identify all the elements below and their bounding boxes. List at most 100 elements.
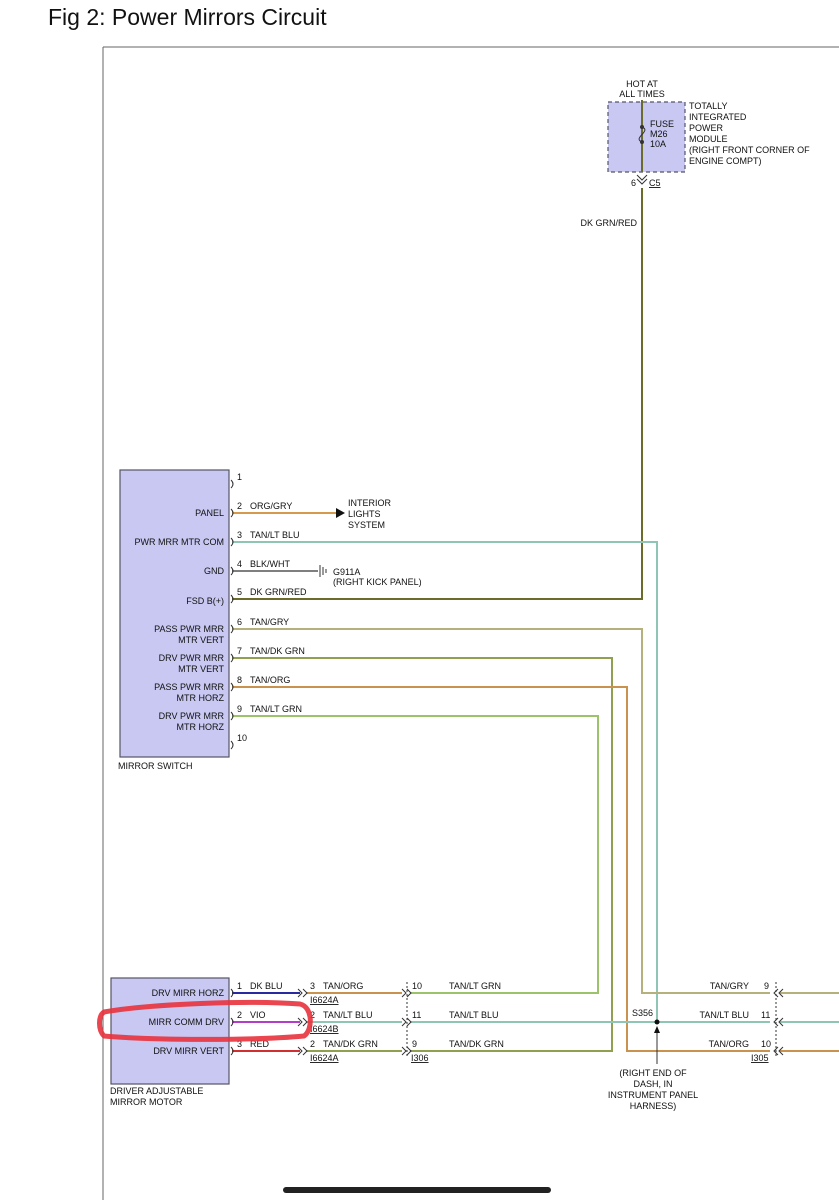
conn-a-glyph-3 bbox=[297, 1046, 308, 1056]
switch-label-panel: PANEL bbox=[195, 508, 224, 518]
switch-wire-8: TAN/ORG bbox=[250, 675, 290, 685]
conn-b-glyph-1 bbox=[401, 988, 412, 998]
motor-pins bbox=[230, 988, 234, 1056]
conn-c-glyph-3 bbox=[773, 1046, 784, 1056]
switch-pin-4: 4 bbox=[237, 559, 242, 569]
mirror-motor-box bbox=[110, 977, 230, 1085]
conn-b-name: I306 bbox=[411, 1053, 429, 1063]
switch-pin-glyph-7 bbox=[230, 653, 234, 663]
switch-pin-glyph-5 bbox=[230, 594, 234, 604]
wire-tan-dk-grn-switch bbox=[232, 657, 613, 1052]
switch-pin-10: 10 bbox=[237, 733, 247, 743]
motor-pin-2: 2 bbox=[237, 1010, 242, 1020]
switch-pin-9: 9 bbox=[237, 704, 242, 714]
tipm-label-line1: TOTALLY bbox=[689, 101, 728, 111]
mirror-switch-label: MIRROR SWITCH bbox=[118, 761, 193, 771]
fuse-connector: C5 bbox=[649, 178, 661, 188]
switch-pin-glyph-4 bbox=[230, 566, 234, 576]
switch-label-fsd: FSD B(+) bbox=[186, 596, 224, 606]
motor-label-horz: DRV MIRR HORZ bbox=[152, 988, 225, 998]
fuse-label-line2: M26 bbox=[650, 129, 668, 139]
ground-location: (RIGHT KICK PANEL) bbox=[333, 577, 422, 587]
switch-pin-glyph-9 bbox=[230, 711, 234, 721]
home-indicator-bar[interactable] bbox=[283, 1187, 551, 1193]
switch-pin-glyph-8 bbox=[230, 682, 234, 692]
conn-b-pin-1: 10 bbox=[412, 981, 422, 991]
figure-title: Fig 2: Power Mirrors Circuit bbox=[48, 4, 327, 30]
switch-pin-6: 6 bbox=[237, 617, 242, 627]
switch-label-6a: PASS PWR MRR bbox=[154, 624, 224, 634]
splice-name: S356 bbox=[632, 1008, 653, 1018]
conn-c-wire-1: TAN/GRY bbox=[710, 981, 749, 991]
switch-wire-5: DK GRN/RED bbox=[250, 587, 307, 597]
conn-c-glyph-1 bbox=[773, 988, 784, 998]
conn-c-pin-2: 11 bbox=[761, 1010, 770, 1020]
conn-a-wire-2: TAN/LT BLU bbox=[323, 1010, 373, 1020]
switch-label-gnd: GND bbox=[204, 566, 225, 576]
motor-wire-1: DK BLU bbox=[250, 981, 283, 991]
splice-loc-1: (RIGHT END OF bbox=[619, 1068, 687, 1078]
tipm-label-line6: ENGINE COMPT) bbox=[689, 156, 762, 166]
connector-a-glyphs bbox=[297, 988, 308, 1056]
switch-label-6b: MTR VERT bbox=[178, 635, 224, 645]
conn-b-wire-3: TAN/DK GRN bbox=[449, 1039, 504, 1049]
fuse-connector-symbol bbox=[636, 174, 648, 185]
tipm-box bbox=[607, 101, 686, 173]
splice-loc-3: INSTRUMENT PANEL bbox=[608, 1090, 698, 1100]
switch-pin-glyph-1 bbox=[230, 479, 234, 489]
conn-c-pin-3: 10 bbox=[761, 1039, 771, 1049]
interior-lights-line3: SYSTEM bbox=[348, 520, 385, 530]
switch-pin-1: 1 bbox=[237, 472, 242, 482]
conn-c-wire-2: TAN/LT BLU bbox=[699, 1010, 749, 1020]
conn-a-name-1: I6624A bbox=[310, 995, 339, 1005]
conn-b-wire-1: TAN/LT GRN bbox=[449, 981, 501, 991]
fuse-pin: 6 bbox=[631, 178, 636, 188]
switch-pin-7: 7 bbox=[237, 646, 242, 656]
switch-label-8a: PASS PWR MRR bbox=[154, 682, 224, 692]
motor-pin-glyph-1 bbox=[230, 988, 234, 998]
motor-pin-3: 3 bbox=[237, 1039, 242, 1049]
switch-pin-3: 3 bbox=[237, 530, 242, 540]
conn-a-pin-3: 2 bbox=[310, 1039, 315, 1049]
motor-pin-1: 1 bbox=[237, 981, 242, 991]
tipm-label-line5: (RIGHT FRONT CORNER OF bbox=[689, 145, 810, 155]
conn-a-pin-2: 2 bbox=[310, 1010, 315, 1020]
switch-wire-7: TAN/DK GRN bbox=[250, 646, 305, 656]
switch-pin-8: 8 bbox=[237, 675, 242, 685]
wire-dk-grn-red bbox=[232, 188, 643, 600]
ground-icon bbox=[319, 565, 327, 577]
switch-pin-2: 2 bbox=[237, 501, 242, 511]
fuse-hot-line2: ALL TIMES bbox=[619, 89, 665, 99]
switch-wire-9: TAN/LT GRN bbox=[250, 704, 302, 714]
switch-label-9b: MTR HORZ bbox=[177, 722, 225, 732]
motor-label-comm: MIRR COMM DRV bbox=[149, 1017, 224, 1027]
splice-loc-2: DASH, IN bbox=[633, 1079, 672, 1089]
conn-b-glyph-3 bbox=[401, 1046, 412, 1056]
switch-wire-6: TAN/GRY bbox=[250, 617, 289, 627]
motor-wire-2: VIO bbox=[250, 1010, 266, 1020]
motor-pin-glyph-3 bbox=[230, 1046, 234, 1056]
switch-label-7b: MTR VERT bbox=[178, 664, 224, 674]
splice-loc-4: HARNESS) bbox=[630, 1101, 677, 1111]
fuse-label-line3: 10A bbox=[650, 139, 666, 149]
motor-wire-3: RED bbox=[250, 1039, 270, 1049]
motor-pin-glyph-2 bbox=[230, 1017, 234, 1027]
conn-b-wire-2: TAN/LT BLU bbox=[449, 1010, 499, 1020]
conn-c-name: I305 bbox=[751, 1053, 769, 1063]
conn-b-pin-2: 11 bbox=[412, 1010, 421, 1020]
interior-lights-line1: INTERIOR bbox=[348, 498, 392, 508]
switch-wire-2: ORG/GRY bbox=[250, 501, 292, 511]
switch-label-pwr-mrr-mtr-com: PWR MRR MTR COM bbox=[135, 537, 225, 547]
ground-name: G911A bbox=[333, 567, 360, 577]
switch-pin-glyph-6 bbox=[230, 624, 234, 634]
fuse-wire-label: DK GRN/RED bbox=[580, 218, 637, 228]
splice-dot bbox=[654, 1019, 660, 1025]
switch-label-8b: MTR HORZ bbox=[177, 693, 225, 703]
conn-a-glyph-2 bbox=[297, 1017, 308, 1027]
tipm-label-line3: POWER bbox=[689, 123, 724, 133]
conn-a-pin-1: 3 bbox=[310, 981, 315, 991]
conn-b-glyph-2 bbox=[401, 1017, 412, 1027]
conn-c-wire-3: TAN/ORG bbox=[709, 1039, 749, 1049]
connector-b-glyphs bbox=[401, 982, 412, 1058]
